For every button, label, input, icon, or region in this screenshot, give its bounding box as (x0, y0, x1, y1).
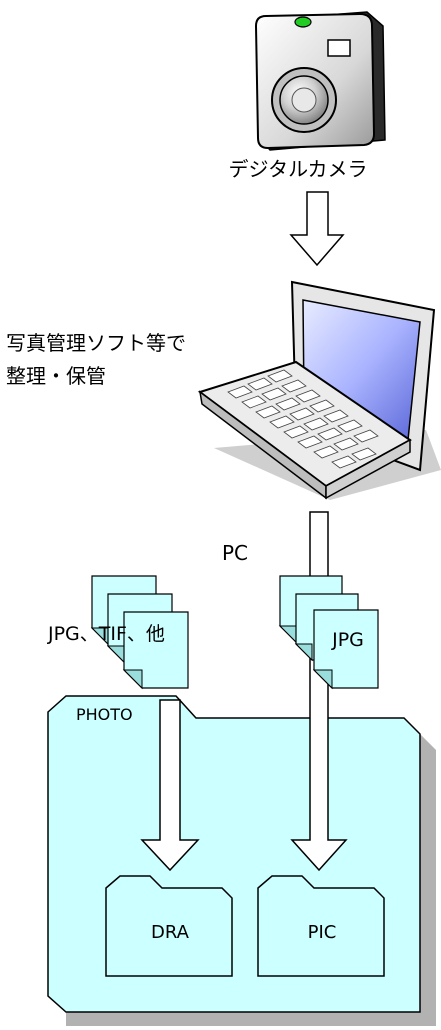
document-stack-icon (278, 575, 379, 690)
laptop-icon (197, 280, 441, 500)
right-files-label: JPG (331, 629, 364, 651)
pic-folder-icon (257, 875, 385, 977)
down-arrow-icon (289, 191, 345, 267)
document-stack-icon (90, 575, 189, 690)
down-arrow-icon (140, 699, 200, 872)
left-files-label: JPG、TIF、他 (47, 623, 165, 645)
camera-icon (254, 11, 386, 151)
dra-folder-label: DRA (151, 922, 190, 943)
down-arrow-icon (290, 511, 348, 872)
pc-label: PC (222, 541, 248, 565)
pic-folder-label: PIC (308, 922, 337, 943)
photo-folder-label: PHOTO (76, 705, 133, 724)
dra-folder-icon (105, 875, 233, 977)
camera-label: デジタルカメラ (229, 157, 368, 181)
laptop-label-line1: 写真管理ソフト等で (6, 331, 186, 355)
laptop-label-line2: 整理・保管 (6, 364, 106, 388)
